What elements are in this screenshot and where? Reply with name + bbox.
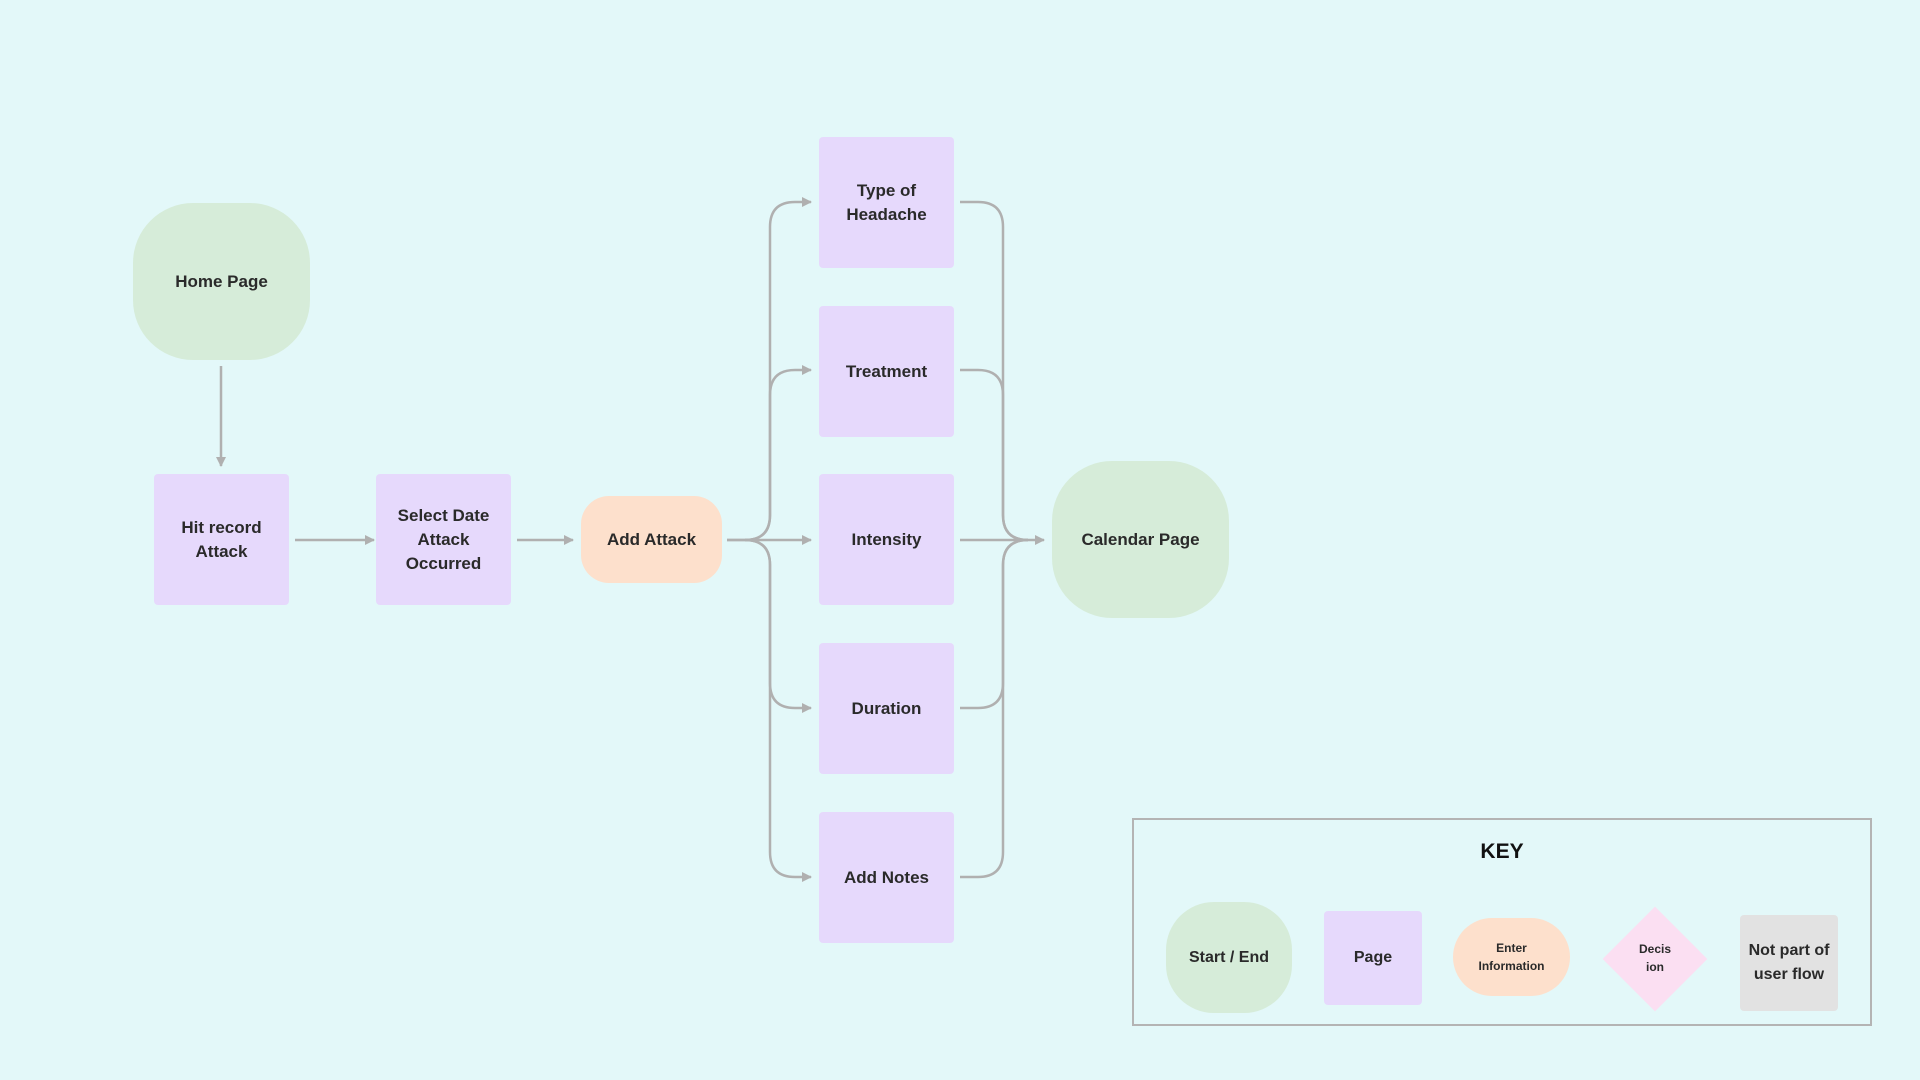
select-date-node: Select Date Attack Occurred [376, 474, 511, 605]
key-not-part-of-flow: Not part of user flow [1740, 915, 1838, 1011]
treatment-node: Treatment [819, 306, 954, 437]
key-title: KEY [1480, 840, 1524, 863]
arrow-add-attack-to-add-notes [744, 538, 812, 882]
type-of-headache-node: Type of Headache [819, 137, 954, 268]
line-duration-to-calendar [960, 538, 1029, 710]
intensity-node: Intensity [819, 474, 954, 605]
duration-node: Duration [819, 643, 954, 774]
line-treatment-to-calendar [960, 368, 1029, 542]
calendar-page-node: Calendar Page [1052, 461, 1229, 618]
line-add-notes-to-calendar [960, 538, 1029, 879]
key-enter-information: Enter Information [1453, 918, 1570, 996]
arrow-add-attack-to-duration [744, 538, 812, 713]
arrow-add-attack-to-treatment [744, 365, 812, 542]
key-start-end: Start / End [1166, 902, 1292, 1013]
key-page: Page [1324, 911, 1422, 1005]
add-notes-node: Add Notes [819, 812, 954, 943]
add-attack-node: Add Attack [581, 496, 722, 583]
home-page-node: Home Page [133, 203, 310, 360]
hit-record-attack-node: Hit record Attack [154, 474, 289, 605]
key-decision-label: Decis ion [1638, 942, 1672, 974]
key-legend [1132, 818, 1872, 1026]
